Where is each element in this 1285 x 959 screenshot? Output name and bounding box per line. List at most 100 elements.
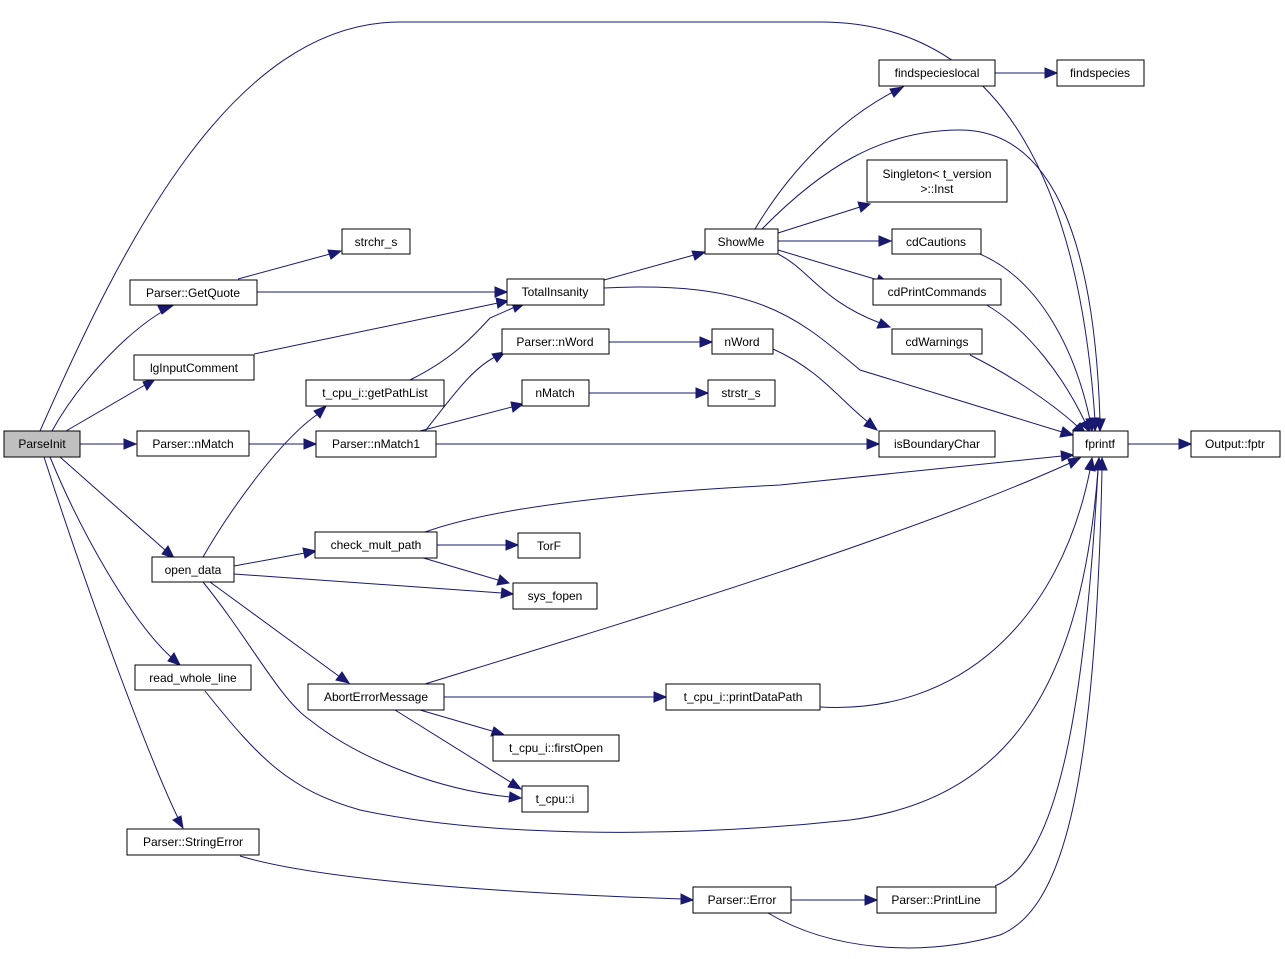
node-parser-printline[interactable]: Parser::PrintLine [876, 886, 997, 914]
node-label: nMatch [535, 386, 574, 400]
edge-showme-cdcautions [778, 235, 893, 247]
node-isboundarychar[interactable]: isBoundaryChar [878, 430, 996, 458]
node-label: t_cpu_i::firstOpen [509, 741, 603, 755]
node-firstopen[interactable]: t_cpu_i::firstOpen [492, 734, 620, 762]
edge-totalinsanity-fprintf [603, 286, 1075, 438]
node-label: TotalInsanity [522, 285, 589, 299]
node-totalinsanity[interactable]: TotalInsanity [506, 278, 605, 306]
edge-aborterror-printdatapath [444, 691, 668, 703]
node-label: t_cpu_i::printDataPath [684, 690, 803, 704]
node-label: isBoundaryChar [894, 437, 980, 451]
node-parseinit[interactable]: ParseInit [3, 430, 81, 458]
edge-parseinit-opendata [59, 456, 175, 559]
edge-checkmultpath-torf [437, 539, 520, 551]
edge-showme-fprintf [761, 129, 1106, 433]
node-findspecies[interactable]: findspecies [1056, 59, 1145, 87]
node-nword[interactable]: nWord [711, 328, 774, 355]
node-open-data[interactable]: open_data [151, 556, 235, 583]
node-parser-nword[interactable]: Parser::nWord [501, 328, 610, 355]
node-label: TorF [537, 539, 561, 553]
edge-findspecieslocal-findspecies [995, 67, 1059, 79]
edge-nword-isboundarychar [772, 348, 879, 431]
node-label: ParseInit [18, 437, 66, 451]
node-parser-getquote[interactable]: Parser::GetQuote [129, 279, 258, 306]
node-label: fprintf [1085, 437, 1116, 451]
node-showme[interactable]: ShowMe [704, 228, 779, 255]
node-singleton-inst[interactable]: Singleton< t_version >::Inst [866, 159, 1008, 203]
edge-getquote-strchrs [237, 249, 343, 280]
node-label: cdWarnings [906, 335, 969, 349]
edge-cdwarnings-fprintf [969, 354, 1088, 435]
edge-checkmultpath-sysfopen [419, 556, 511, 586]
node-parser-nmatch[interactable]: Parser::nMatch [136, 430, 250, 457]
edge-stringerror-parsererror [239, 855, 695, 905]
edge-opendata-sysfopen [233, 573, 515, 599]
edge-parseinit-lginputcomment [65, 378, 157, 432]
node-strchr-s[interactable]: strchr_s [341, 228, 411, 255]
node-label: Parser::StringError [143, 835, 243, 849]
node-check-mult-path[interactable]: check_mult_path [314, 531, 438, 559]
edge-showme-findspecieslocal [754, 86, 905, 230]
node-label: cdPrintCommands [888, 285, 987, 299]
node-label: lgInputComment [150, 361, 239, 375]
edge-aborterror-fprintf [424, 457, 1082, 685]
node-getpathlist[interactable]: t_cpu_i::getPathList [305, 379, 445, 407]
call-graph-edges [39, 21, 1193, 949]
node-label: strchr_s [355, 235, 398, 249]
node-tcpu-i[interactable]: t_cpu::i [521, 785, 589, 813]
edge-totalinsanity-showme [603, 250, 707, 281]
node-parser-stringerror[interactable]: Parser::StringError [126, 828, 260, 856]
node-cdcautions[interactable]: cdCautions [891, 228, 982, 255]
node-output-fptr[interactable]: Output::fptr [1190, 430, 1281, 458]
node-nmatch[interactable]: nMatch [521, 379, 590, 407]
edge-showme-cdwarnings [777, 253, 892, 329]
node-printdatapath[interactable]: t_cpu_i::printDataPath [665, 683, 821, 711]
edge-getquote-totalinsanity [257, 286, 509, 298]
edge-parseinit-stringerror [43, 456, 184, 830]
node-findspecieslocal[interactable]: findspecieslocal [878, 59, 996, 87]
edge-showme-singleton [777, 201, 872, 234]
edge-nmatch1-nmatch [419, 401, 525, 432]
edge-parsernword-nword [609, 336, 714, 348]
node-label: read_whole_line [149, 671, 237, 685]
edge-aborterror-tcpui [394, 709, 523, 790]
edge-opendata-aborterror [209, 581, 351, 684]
node-label: Parser::nWord [516, 335, 593, 349]
edge-parsernmatch-parsernmatch1 [249, 438, 318, 450]
call-graph-nodes: ParseInit Parser::GetQuote lgInputCommen… [3, 59, 1281, 914]
node-label: nWord [724, 335, 759, 349]
edge-aborterror-firstopen [419, 709, 505, 737]
edge-nmatch1-isboundarychar [436, 438, 881, 450]
edge-readwholeline-fprintf [204, 456, 1104, 833]
node-parser-nmatch1[interactable]: Parser::nMatch1 [315, 430, 437, 458]
node-label-line1: Singleton< t_version [882, 167, 991, 181]
node-label: findspecieslocal [895, 66, 980, 80]
node-label: Parser::Error [708, 893, 777, 907]
node-label: Parser::PrintLine [891, 893, 981, 907]
node-cdprintcommands[interactable]: cdPrintCommands [872, 278, 1002, 306]
edge-printline-fprintf [994, 456, 1104, 887]
node-read-whole-line[interactable]: read_whole_line [134, 664, 252, 691]
node-fprintf[interactable]: fprintf [1072, 430, 1129, 458]
node-torf[interactable]: TorF [517, 532, 581, 559]
node-parser-error[interactable]: Parser::Error [692, 886, 792, 914]
node-label: open_data [165, 563, 222, 577]
node-label: t_cpu::i [536, 792, 575, 806]
node-label: sys_fopen [528, 589, 583, 603]
node-cdwarnings[interactable]: cdWarnings [891, 328, 983, 355]
node-label: Parser::GetQuote [146, 286, 240, 300]
node-strstr-s[interactable]: strstr_s [707, 379, 776, 407]
node-label: Parser::nMatch [152, 437, 233, 451]
node-lginputcomment[interactable]: lgInputComment [133, 354, 255, 381]
edge-parsererror-printline [791, 894, 879, 906]
node-label: ShowMe [718, 235, 765, 249]
node-label: Parser::nMatch1 [332, 437, 420, 451]
edge-lginputcomment-totalinsanity [253, 297, 510, 355]
node-aborterrormessage[interactable]: AbortErrorMessage [307, 683, 445, 711]
node-label: findspecies [1070, 66, 1130, 80]
edge-parseinit-readwholeline [49, 456, 181, 666]
edge-parseinit-parsernmatch [80, 438, 138, 450]
node-sys-fopen[interactable]: sys_fopen [512, 582, 598, 610]
node-label: t_cpu_i::getPathList [322, 386, 428, 400]
